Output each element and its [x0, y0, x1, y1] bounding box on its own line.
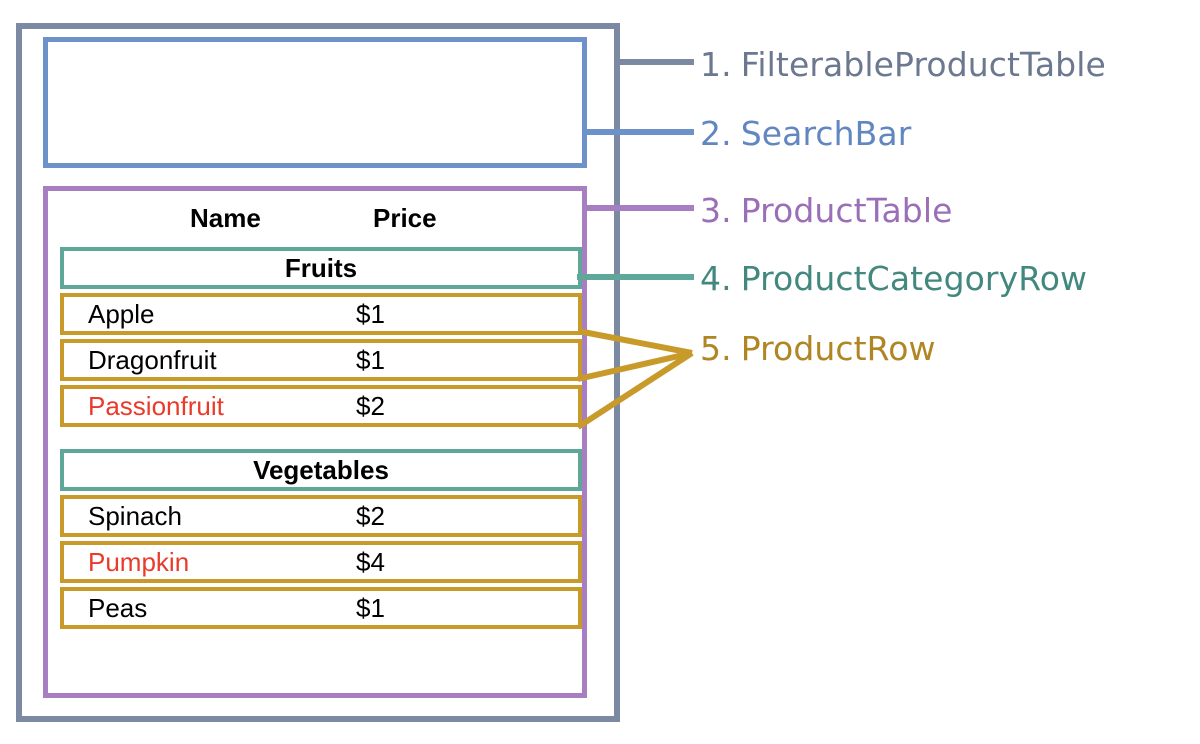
product-row: Passionfruit $2: [60, 385, 582, 427]
callout-number: 1.: [700, 45, 732, 84]
callout-number: 5.: [700, 329, 732, 368]
product-category-row-label: Vegetables: [253, 455, 389, 485]
product-row-price: $4: [356, 547, 385, 577]
callout-text: ProductTable: [740, 191, 953, 230]
product-row: Spinach $2: [60, 495, 582, 537]
product-row-name: Apple: [88, 299, 155, 329]
product-category-row: Vegetables: [60, 449, 582, 491]
product-row: Dragonfruit $1: [60, 339, 582, 381]
callout-number: 4.: [700, 259, 732, 298]
product-row-name: Passionfruit: [88, 391, 224, 421]
product-row-name: Peas: [88, 593, 148, 623]
callout-label-filterable-product-table: 1.FilterableProductTable: [700, 48, 1106, 81]
product-row-name: Pumpkin: [88, 547, 190, 577]
product-row-name: Dragonfruit: [88, 345, 217, 375]
product-table-boundary: Name Price Fruits Apple $1 Dragonfruit $…: [43, 186, 587, 698]
callout-text: SearchBar: [740, 114, 912, 153]
product-table-header: Name Price: [48, 199, 582, 237]
callout-text: ProductCategoryRow: [740, 259, 1088, 298]
callout-text: FilterableProductTable: [740, 45, 1106, 84]
callout-label-product-row: 5.ProductRow: [700, 332, 936, 365]
product-table-body: Fruits Apple $1 Dragonfruit $1 Passionfr…: [60, 247, 582, 633]
search-bar-boundary: [43, 37, 587, 168]
product-category-row: Fruits: [60, 247, 582, 289]
column-header-price: Price: [373, 203, 437, 233]
product-row-name: Spinach: [88, 501, 182, 531]
product-row-price: $1: [356, 593, 385, 623]
callout-number: 2.: [700, 114, 732, 153]
product-row-price: $2: [356, 391, 385, 421]
product-row: Pumpkin $4: [60, 541, 582, 583]
product-category-row-label: Fruits: [284, 253, 358, 283]
product-row-price: $1: [356, 299, 385, 329]
product-row-price: $1: [356, 345, 385, 375]
column-header-name: Name: [190, 203, 261, 233]
callout-text: ProductRow: [740, 329, 936, 368]
callout-number: 3.: [700, 191, 732, 230]
callout-label-product-category-row: 4.ProductCategoryRow: [700, 262, 1087, 295]
product-row: Peas $1: [60, 587, 582, 629]
callout-label-product-table: 3.ProductTable: [700, 194, 953, 227]
product-row: Apple $1: [60, 293, 582, 335]
category-group-spacer: [60, 431, 582, 449]
callout-label-search-bar: 2.SearchBar: [700, 117, 911, 150]
product-row-price: $2: [356, 501, 385, 531]
